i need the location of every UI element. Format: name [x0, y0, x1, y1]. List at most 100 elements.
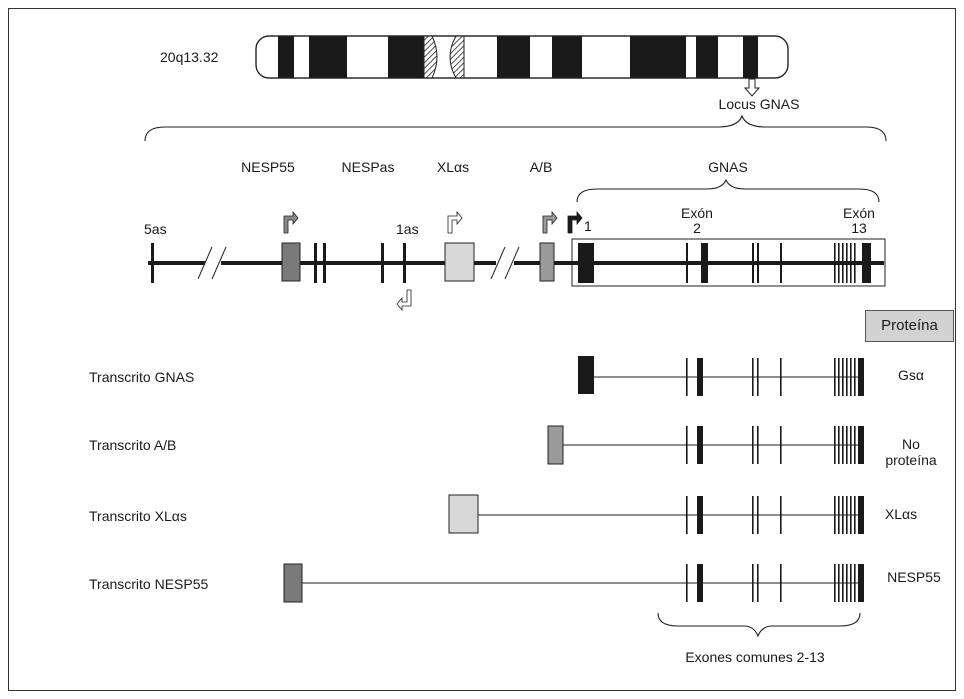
common-exon	[850, 358, 852, 396]
exon-13-word: Exón	[843, 205, 875, 221]
protein-ab-line1: No	[902, 436, 920, 452]
exon-1	[578, 243, 594, 283]
common-exon	[686, 426, 688, 464]
chromosome-band	[497, 36, 530, 78]
exon-13-num: 13	[851, 220, 867, 236]
common-exon	[834, 564, 836, 602]
common-exon	[850, 426, 852, 464]
locus-map	[148, 210, 886, 312]
transcript-first-exon	[547, 425, 564, 465]
figure-frame	[8, 8, 956, 691]
common-exon	[850, 564, 852, 602]
chromosome-ideogram	[255, 35, 789, 97]
exon-2-word: Exón	[681, 205, 713, 221]
common-exon	[854, 426, 856, 464]
chromosome-band	[743, 36, 758, 78]
gnas-gene-box	[571, 238, 886, 287]
common-exon	[752, 426, 754, 464]
exon-5as	[151, 243, 154, 283]
feature-label-xlas: XLαs	[436, 159, 470, 175]
chromosome-band	[309, 36, 347, 78]
common-exon	[858, 426, 864, 464]
centromere-left	[423, 35, 438, 79]
common-exon	[858, 358, 864, 396]
protein-ab-line2: proteína	[885, 452, 937, 468]
common-exon	[834, 426, 836, 464]
transcript-label-xlas: Transcrito XLαs	[89, 508, 187, 524]
common-exon	[686, 358, 688, 396]
common-exons-label: Exones comunes 2-13	[685, 649, 825, 665]
common-exon	[757, 358, 759, 396]
protein-header: Proteína	[865, 310, 954, 342]
transcript-label-nesp55: Transcrito NESP55	[89, 576, 209, 592]
common-exon	[846, 358, 848, 396]
protein-gsa: Gsα	[898, 367, 924, 383]
common-exon	[846, 564, 848, 602]
common-exon	[838, 496, 840, 534]
common-exon	[780, 426, 782, 464]
feature-label-ab: A/B	[529, 159, 553, 175]
chromosome-band	[388, 36, 424, 78]
antisense-arrow-icon	[396, 289, 412, 312]
common-exon	[842, 358, 844, 396]
common-exon	[858, 564, 864, 602]
chromosome-band	[696, 36, 718, 78]
feature-label-5as: 5as	[144, 221, 167, 237]
feature-label-1as: 1as	[396, 221, 419, 237]
common-exon	[842, 564, 844, 602]
common-exon	[752, 564, 754, 602]
common-exon	[780, 564, 782, 602]
common-exon	[686, 564, 688, 602]
common-exon	[858, 496, 864, 534]
common-exon	[846, 496, 848, 534]
exon-1as	[403, 243, 406, 283]
common-exon	[854, 496, 856, 534]
gnas-brace	[576, 178, 880, 203]
common-exon	[697, 426, 703, 464]
common-exon	[834, 496, 836, 534]
common-exon	[846, 426, 848, 464]
common-exon	[854, 358, 856, 396]
common-exon	[850, 496, 852, 534]
locus-brace	[144, 114, 887, 142]
exon-nespas	[323, 243, 326, 283]
common-exon	[686, 496, 688, 534]
common-exons	[686, 358, 864, 602]
common-exon	[834, 358, 836, 396]
promoter-arrow-icon	[567, 210, 583, 234]
promoter-arrow-icon	[447, 210, 463, 234]
common-exon	[854, 564, 856, 602]
common-exon	[838, 564, 840, 602]
exon-nespas	[381, 243, 384, 283]
exon-2	[701, 243, 708, 283]
chromosome-band	[278, 36, 294, 78]
feature-label-nesp55: NESP55	[241, 159, 295, 175]
transcript-first-exon	[578, 356, 594, 394]
exon-ab	[539, 242, 555, 282]
common-exon	[757, 564, 759, 602]
transcript-label-gnas: Transcrito GNAS	[89, 369, 195, 385]
transcript-gnas	[578, 356, 860, 394]
exon-2-num: 2	[693, 220, 701, 236]
feature-label-gnas: GNAS	[708, 159, 748, 175]
exon-nesp55	[281, 242, 301, 282]
common-exon	[757, 496, 759, 534]
protein-nesp55: NESP55	[887, 569, 941, 585]
feature-label-nespas: NESPas	[341, 159, 395, 175]
common-exon	[752, 496, 754, 534]
chromosome-band	[630, 36, 686, 78]
transcript-xlas	[448, 494, 860, 534]
common-exon	[780, 496, 782, 534]
exon-xlas	[444, 242, 475, 282]
common-exon	[780, 358, 782, 396]
common-exon	[697, 358, 703, 396]
common-exon	[697, 564, 703, 602]
promoter-arrow-icon	[542, 210, 558, 234]
exon-nespas	[314, 243, 317, 283]
common-exon	[757, 426, 759, 464]
chromosome-band-label: 20q13.32	[160, 49, 219, 65]
common-exon	[838, 426, 840, 464]
transcript-ab	[547, 425, 860, 465]
common-exons-brace	[657, 612, 861, 638]
